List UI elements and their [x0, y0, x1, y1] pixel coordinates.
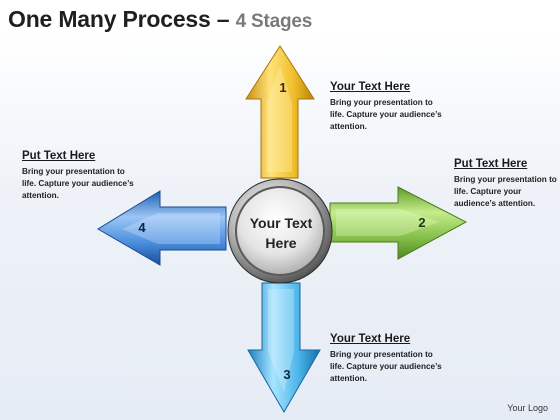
callout-left: Put Text Here Bring your presentation to…	[22, 150, 137, 202]
logo-placeholder: Your Logo	[507, 403, 548, 413]
center-circle: Your Text Here	[227, 178, 333, 284]
page-title: One Many Process – 4 Stages	[8, 6, 312, 33]
callout-body: Bring your presentation to life. Capture…	[454, 175, 557, 208]
arrow-4-number: 4	[138, 220, 146, 235]
callout-top-right: Your Text Here Bring your presentation t…	[330, 81, 445, 133]
callout-heading: Put Text Here	[22, 150, 96, 162]
arrow-3-number: 3	[283, 367, 290, 382]
callout-body: Bring your presentation to life. Capture…	[330, 98, 442, 131]
callout-body: Bring your presentation to life. Capture…	[22, 167, 134, 200]
callout-heading: Your Text Here	[330, 333, 411, 345]
callout-bottom-right: Your Text Here Bring your presentation t…	[330, 333, 445, 385]
center-text-line2: Here	[265, 235, 296, 251]
title-subtitle: 4 Stages	[235, 11, 313, 32]
center-text-line1: Your Text	[250, 215, 313, 231]
arrow-stage-2: 2	[329, 186, 468, 260]
arrow-2-number: 2	[418, 215, 425, 230]
arrow-stage-4: 4	[97, 190, 227, 266]
callout-body: Bring your presentation to life. Capture…	[330, 350, 442, 383]
arrow-stage-1: 1	[245, 45, 315, 179]
arrow-1-number: 1	[279, 80, 286, 95]
callout-right: Put Text Here Bring your presentation to…	[454, 158, 558, 210]
arrow-stage-3: 3	[247, 282, 321, 413]
title-main: One Many Process –	[8, 6, 230, 32]
callout-heading: Your Text Here	[330, 81, 411, 93]
callout-heading: Put Text Here	[454, 158, 528, 170]
